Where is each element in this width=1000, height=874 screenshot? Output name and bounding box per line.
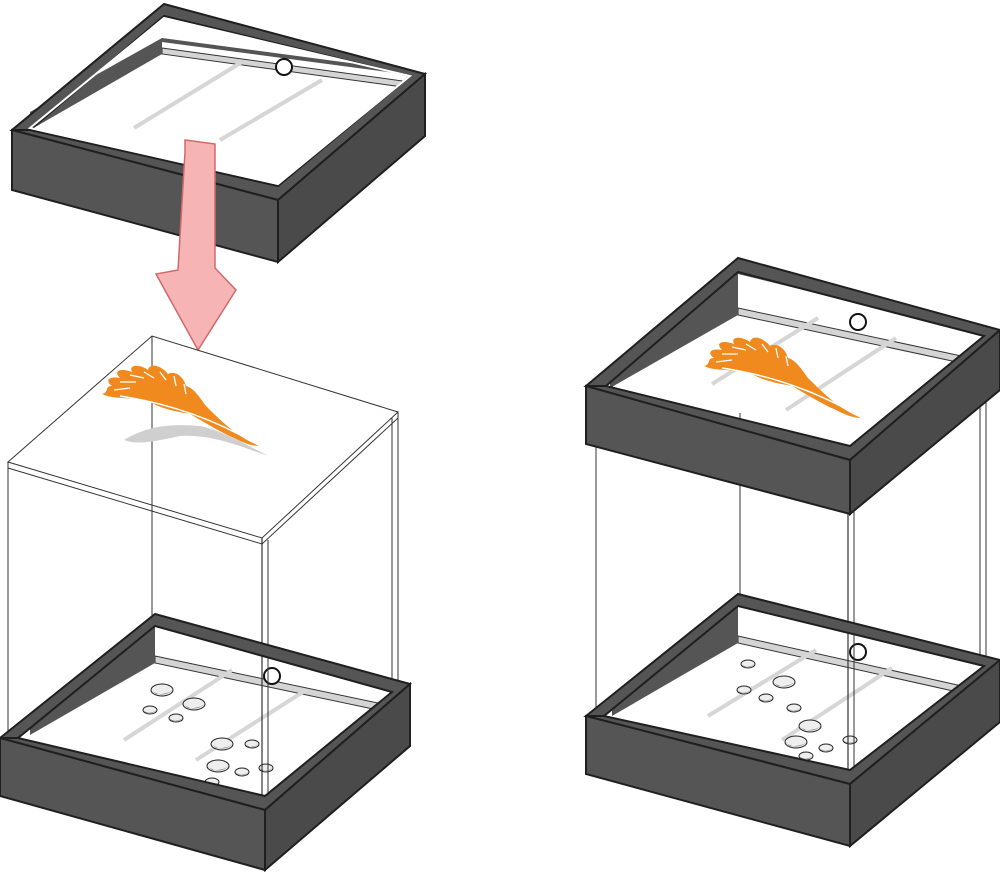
stone-icon: [736, 685, 752, 695]
stone-icon: [842, 735, 858, 745]
stone-icon: [150, 683, 174, 697]
stone-icon: [786, 703, 802, 713]
stone-icon: [234, 767, 250, 777]
stone-icon: [142, 705, 158, 715]
base-frame-right-walls: [583, 592, 1000, 849]
stone-icon: [168, 713, 184, 723]
stone-icon: [258, 763, 274, 773]
lid-frame-floating: [9, 2, 428, 265]
hole-icon: [263, 667, 281, 685]
hole-icon: [849, 313, 867, 331]
stone-icon: [784, 735, 808, 749]
stone-icon: [182, 697, 206, 711]
stone-icon: [210, 737, 234, 751]
glass-cover-left: [6, 335, 399, 810]
stone-icon: [772, 675, 796, 689]
stone-icon: [818, 743, 834, 753]
hole-icon: [849, 643, 867, 661]
stone-icon: [206, 759, 230, 773]
base-frame-left-walls: [0, 612, 413, 873]
hole-icon: [275, 58, 293, 76]
stone-icon: [740, 659, 756, 669]
stone-icon: [758, 693, 774, 703]
stone-icon: [798, 719, 822, 733]
stone-icon: [244, 739, 260, 749]
lid-frame-right: [583, 256, 1000, 517]
